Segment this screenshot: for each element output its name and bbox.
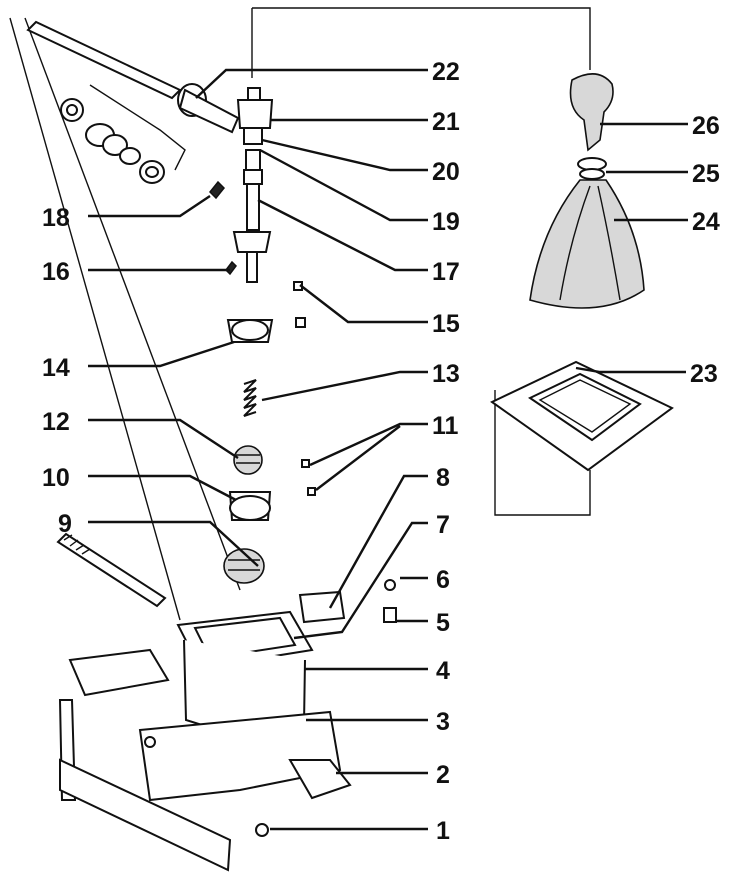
callout-12: 12 <box>42 408 70 436</box>
callout-16: 16 <box>42 258 70 286</box>
leader-11a <box>309 422 428 467</box>
callout-2: 2 <box>436 761 450 789</box>
shift-rod-assembly <box>26 20 240 184</box>
leader-lines <box>88 68 688 831</box>
leader-19 <box>259 148 428 222</box>
callout-11: 11 <box>432 412 459 440</box>
callout-24: 24 <box>692 208 720 236</box>
leader-11b <box>315 425 401 491</box>
callout-8: 8 <box>436 464 450 492</box>
leader-9 <box>88 520 259 567</box>
leader-7 <box>293 521 428 640</box>
callout-25: 25 <box>692 160 720 188</box>
callout-17: 17 <box>432 258 460 286</box>
leader-22 <box>195 68 428 99</box>
callout-13: 13 <box>432 360 460 388</box>
leader-15 <box>299 284 428 324</box>
knob-boot-trim <box>490 73 674 472</box>
callout-5: 5 <box>436 609 450 637</box>
callout-4: 4 <box>436 657 450 685</box>
callout-10: 10 <box>42 464 70 492</box>
callout-9: 9 <box>58 510 72 538</box>
callout-22: 22 <box>432 58 460 86</box>
callout-21: 21 <box>432 108 460 136</box>
callout-19: 19 <box>432 208 460 236</box>
callout-14: 14 <box>42 354 70 382</box>
callout-labels: 1 2 3 4 5 6 7 8 9 10 11 12 13 14 15 16 1… <box>42 58 720 845</box>
leader-8 <box>328 474 428 609</box>
callout-26: 26 <box>692 112 720 140</box>
base-housing <box>58 579 397 872</box>
leader-23 <box>575 366 686 374</box>
callout-18: 18 <box>42 204 70 232</box>
callout-20: 20 <box>432 158 460 186</box>
detent-parts <box>223 281 316 584</box>
leader-14 <box>88 340 235 368</box>
callout-1: 1 <box>436 817 450 845</box>
leader-13 <box>261 370 428 402</box>
leader-18 <box>88 195 211 218</box>
callout-3: 3 <box>436 708 450 736</box>
leader-12 <box>88 418 239 460</box>
callout-7: 7 <box>436 511 450 539</box>
shift-lever-column <box>208 87 274 283</box>
leader-10 <box>88 474 237 502</box>
guide-lines <box>9 7 591 621</box>
callout-15: 15 <box>432 310 460 338</box>
callout-6: 6 <box>436 566 450 594</box>
threaded-rod <box>56 532 167 608</box>
callout-23: 23 <box>690 360 718 388</box>
leader-17 <box>257 198 428 272</box>
leader-20 <box>261 138 428 172</box>
